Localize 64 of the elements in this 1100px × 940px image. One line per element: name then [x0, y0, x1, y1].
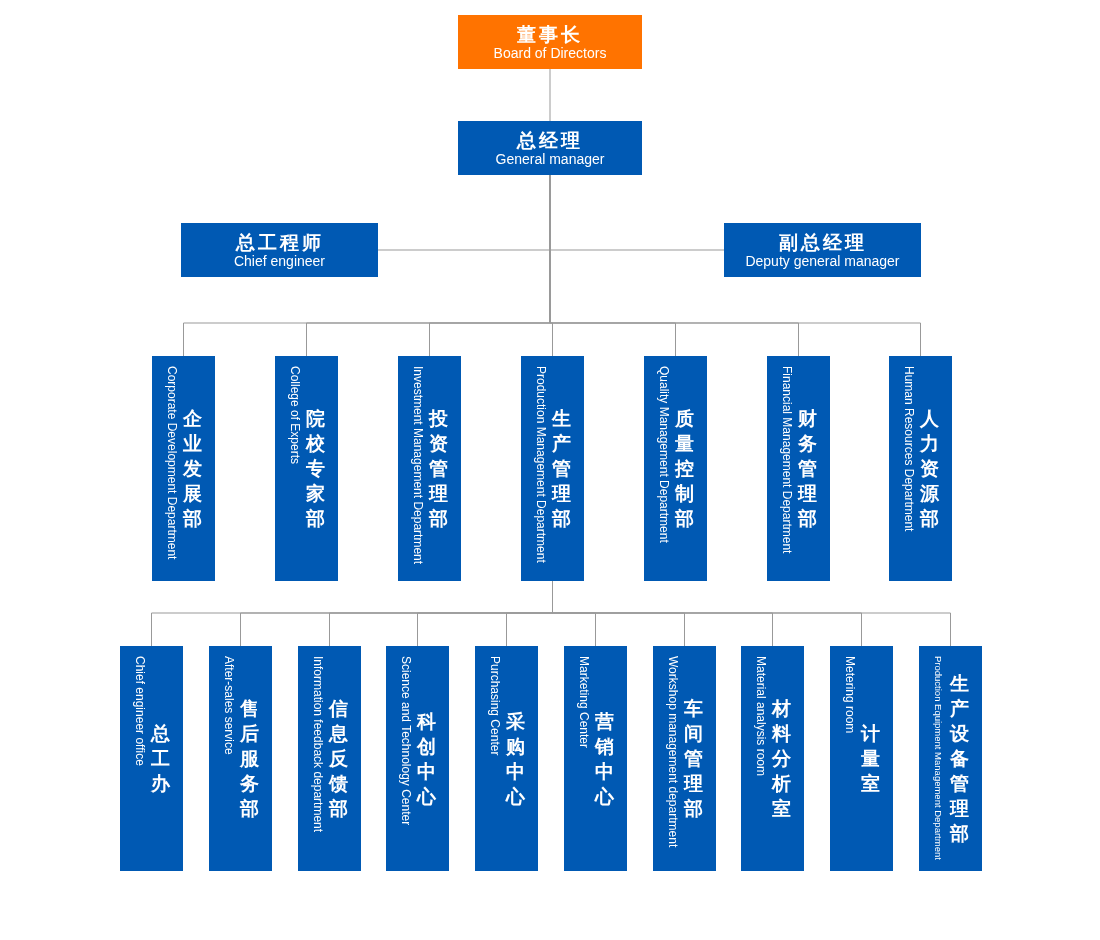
english-label: Chief engineer office — [133, 656, 146, 766]
english-label: Corporate Development Department — [165, 366, 178, 560]
department-box — [767, 356, 830, 581]
english-label: General manager — [495, 150, 605, 168]
english-label: Human Resources Department — [902, 366, 915, 532]
english-label: Deputy general manager — [745, 252, 900, 270]
english-label: Investment Management Department — [411, 366, 424, 565]
chinese-label: 信息反馈部 — [328, 696, 348, 821]
department-box — [120, 646, 183, 871]
department-box — [521, 356, 584, 581]
department-box — [152, 356, 215, 581]
chinese-label: 投资管理部 — [428, 406, 448, 531]
chinese-label: 材料分析室 — [771, 696, 791, 821]
english-label: Production Management Department — [534, 366, 547, 563]
chinese-label: 生产设备管理部 — [949, 671, 969, 846]
department-box — [889, 356, 952, 581]
department-box — [475, 646, 538, 871]
chinese-label: 人力资源部 — [919, 406, 939, 531]
department-box — [919, 646, 982, 871]
english-label: Quality Management Department — [657, 366, 670, 543]
english-label: Metering room — [843, 656, 856, 734]
chinese-label: 质量控制部 — [674, 406, 694, 531]
chinese-label: 企业发展部 — [182, 406, 202, 531]
chinese-label: 车间管理部 — [683, 696, 703, 821]
english-label: College of Experts — [288, 366, 301, 465]
english-label: Marketing Center — [577, 656, 590, 749]
chinese-label: 售后服务部 — [239, 696, 259, 821]
chinese-label: 生产管理部 — [551, 406, 571, 531]
position-box — [724, 223, 921, 277]
chinese-label: 计量室 — [860, 721, 880, 796]
english-label: Science and Technology Center — [399, 656, 412, 826]
english-label: Information feedback department — [311, 656, 324, 833]
english-label: After-sales service — [222, 656, 235, 755]
department-box — [298, 646, 361, 871]
department-box — [564, 646, 627, 871]
chinese-label: 副总经理 — [778, 230, 867, 253]
department-box — [830, 646, 893, 871]
department-box — [741, 646, 804, 871]
department-box — [386, 646, 449, 871]
chinese-label: 院校专家部 — [305, 406, 325, 531]
position-box — [181, 223, 378, 277]
position-box — [458, 121, 642, 175]
chinese-label: 总经理 — [517, 128, 583, 151]
position-box — [458, 15, 642, 69]
department-box — [398, 356, 461, 581]
chinese-label: 总工程师 — [235, 230, 324, 253]
department-box — [644, 356, 707, 581]
english-label: Workshop management department — [666, 656, 679, 848]
english-label: Production Equipment Management Department — [932, 656, 945, 860]
chinese-label: 总工办 — [150, 721, 170, 796]
department-box — [275, 356, 338, 581]
chinese-label: 财务管理部 — [797, 406, 817, 531]
department-box — [209, 646, 272, 871]
department-box — [653, 646, 716, 871]
english-label: Material analysis room — [754, 656, 767, 777]
english-label: Purchasing Center — [488, 656, 501, 756]
chinese-label: 营销中心 — [594, 708, 614, 809]
english-label: Chief engineer — [233, 252, 326, 270]
chinese-label: 采购中心 — [505, 708, 525, 809]
chinese-label: 董事长 — [517, 22, 583, 45]
connector-line — [549, 68, 551, 122]
chinese-label: 科创中心 — [416, 708, 436, 809]
english-label: Financial Management Department — [780, 366, 793, 554]
english-label: Board of Directors — [493, 44, 607, 62]
